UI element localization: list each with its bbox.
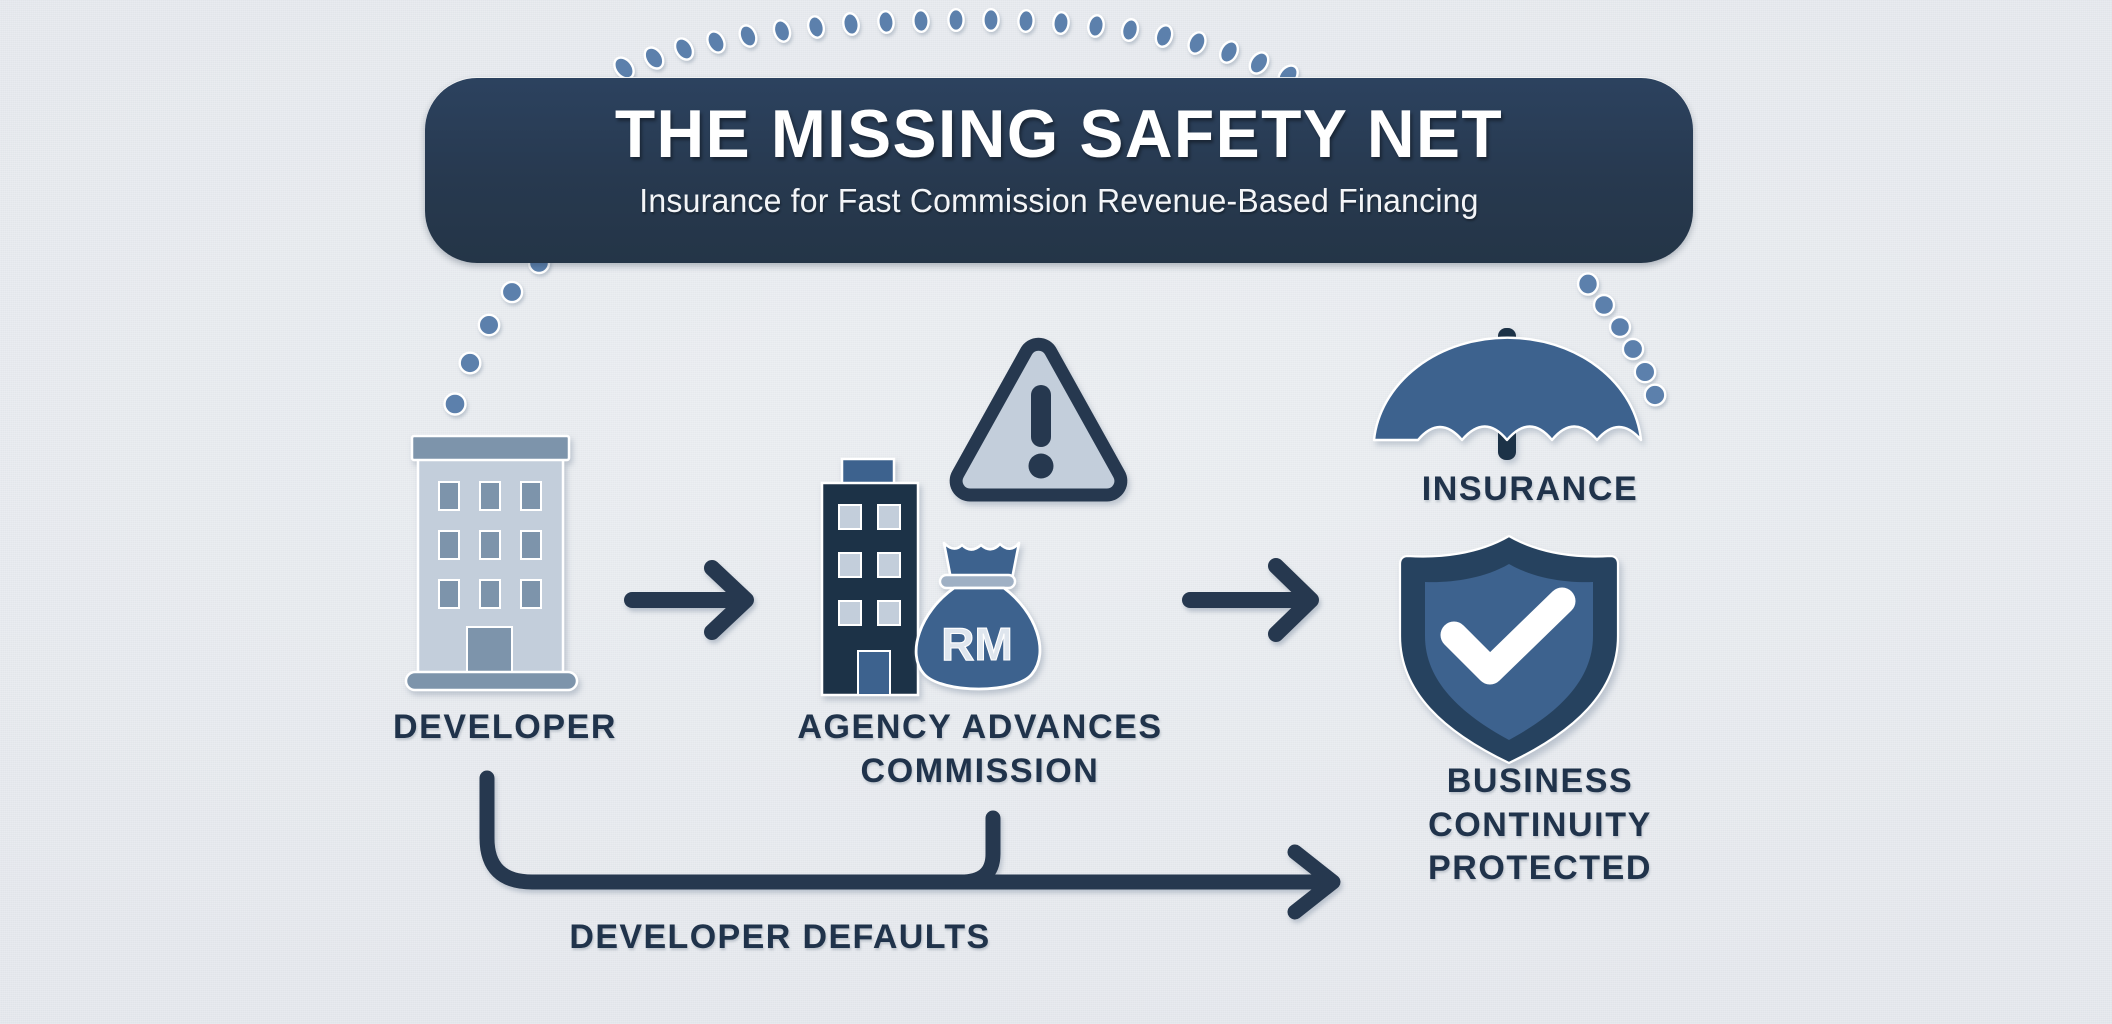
protected-label: BUSINESS CONTINUITY PROTECTED <box>1427 762 1653 888</box>
arc-dot <box>443 392 467 416</box>
agency-label: AGENCY ADVANCES COMMISSION <box>797 708 1163 790</box>
arc-dot <box>1052 11 1070 35</box>
arc-dot <box>1187 31 1207 55</box>
arc-dot <box>772 19 792 43</box>
arc-dot <box>877 10 895 34</box>
page-title: THE MISSING SAFETY NET <box>614 96 1504 172</box>
arc-dot <box>500 280 524 304</box>
arc-dot <box>1576 272 1600 296</box>
arc-dot <box>1643 383 1667 407</box>
header-banner: THE MISSING SAFETY NET Insurance for Fas… <box>425 78 1693 263</box>
arc-dot <box>947 7 965 33</box>
arc-dot <box>806 15 826 39</box>
umbrella-icon[interactable] <box>1370 320 1645 475</box>
office-building-icon <box>404 434 579 692</box>
arc-dot <box>738 24 758 48</box>
developer-label: DEVELOPER <box>392 708 618 746</box>
arc-dot <box>643 46 665 70</box>
arc-dot <box>1120 18 1140 42</box>
insurance-label: INSURANCE <box>1421 470 1639 508</box>
arc-dot <box>842 12 860 36</box>
arrow-developer-to-agency <box>624 560 754 640</box>
default-path-label: DEVELOPER DEFAULTS <box>569 918 991 956</box>
money-bag-currency-text: RM <box>941 618 1013 670</box>
arc-dot <box>1248 51 1270 75</box>
agency-building-icon[interactable] <box>820 455 950 700</box>
shield-check-icon[interactable] <box>1392 532 1627 767</box>
warning-triangle-icon <box>949 337 1128 502</box>
arc-dot <box>982 7 1000 33</box>
arc-dot <box>912 9 930 33</box>
page-subtitle: Insurance for Fast Commission Revenue-Ba… <box>639 182 1479 219</box>
arc-dot <box>1592 293 1616 317</box>
arc-dot <box>1218 40 1240 64</box>
arc-dot <box>477 313 501 337</box>
arrow-agency-to-insurance <box>1182 558 1319 642</box>
arc-dot <box>1087 14 1105 38</box>
developer-node[interactable] <box>380 420 670 710</box>
arc-dot <box>1154 24 1174 48</box>
arc-dot <box>1017 9 1035 33</box>
arc-dot <box>706 30 726 54</box>
arc-dot <box>458 351 482 375</box>
arc-dot <box>673 37 695 61</box>
default-path-connector <box>479 770 1341 920</box>
money-bag-icon[interactable]: RM <box>912 538 1072 698</box>
